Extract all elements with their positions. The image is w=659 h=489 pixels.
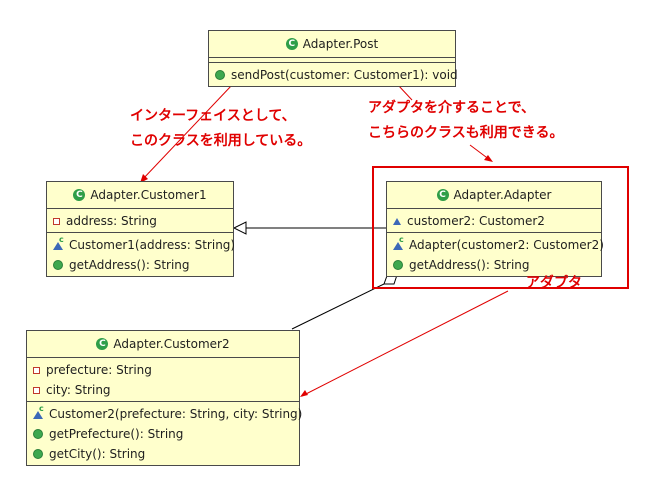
field-declaration: city: String — [46, 383, 111, 397]
adapter-annotation: アダプタを介することで、 こちらのクラスも利用できる。 — [368, 96, 563, 146]
note-arrow-customer2 — [301, 290, 509, 397]
generalization-arrowhead — [232, 221, 247, 235]
method-signature: Adapter(customer2: Customer2) — [409, 238, 604, 252]
class-name: Adapter.Adapter — [453, 188, 552, 202]
class-header: C Adapter.Customer2 — [27, 331, 299, 358]
class-icon: C — [436, 189, 449, 201]
method-signature: sendPost(customer: Customer1): void — [231, 68, 458, 82]
package-field-icon — [393, 217, 401, 225]
method-section: sendPost(customer: Customer1): void — [209, 63, 458, 86]
method-signature: Customer2(prefecture: String, city: Stri… — [49, 407, 303, 421]
method-row[interactable]: Customer2(prefecture: String, city: Stri… — [27, 404, 303, 424]
field-row[interactable]: customer2: Customer2 — [387, 211, 601, 231]
constructor-icon — [33, 404, 44, 419]
attribute-section: address: String — [47, 209, 233, 233]
field-row[interactable]: prefecture: String — [27, 360, 299, 380]
class-name: Adapter.Customer2 — [113, 337, 230, 351]
method-signature: getCity(): String — [49, 447, 146, 461]
note-arrowhead-customer2 — [300, 390, 308, 397]
class-icon: C — [96, 338, 109, 350]
annotation-line: インターフェイスとして、 — [130, 108, 296, 124]
public-method-icon — [393, 260, 403, 270]
class-name: Adapter.Post — [302, 37, 379, 51]
method-signature: getAddress(): String — [409, 258, 530, 272]
field-row[interactable]: address: String — [47, 211, 233, 231]
class-adapter-customer2[interactable]: C Adapter.Customer2 prefecture: String c… — [26, 330, 303, 466]
method-signature: getPrefecture(): String — [49, 427, 184, 441]
class-header: C Adapter.Post — [209, 31, 455, 58]
class-icon: C — [285, 38, 298, 50]
class-header: C Adapter.Adapter — [387, 182, 601, 209]
class-header: C Adapter.Customer1 — [47, 182, 233, 209]
method-section: Customer2(prefecture: String, city: Stri… — [27, 402, 303, 465]
class-name: Adapter.Customer1 — [90, 188, 207, 202]
field-declaration: prefecture: String — [46, 363, 152, 377]
public-method-icon — [215, 70, 225, 80]
constructor-icon — [393, 235, 404, 250]
attribute-section: prefecture: String city: String — [27, 358, 299, 402]
attribute-section — [209, 58, 455, 63]
private-field-icon — [33, 366, 40, 374]
note-arrow-post — [397, 84, 413, 101]
method-row[interactable]: getCity(): String — [27, 444, 299, 464]
public-method-icon — [33, 429, 43, 439]
note-arrow-customer1 — [141, 84, 233, 181]
field-row[interactable]: city: String — [27, 380, 299, 400]
method-row[interactable]: getPrefecture(): String — [27, 424, 299, 444]
adapter-highlight-box — [372, 166, 629, 289]
method-row[interactable]: getAddress(): String — [47, 255, 233, 275]
constructor-icon — [53, 235, 64, 250]
method-signature: getAddress(): String — [69, 258, 190, 272]
method-signature: Customer1(address: String) — [69, 238, 236, 252]
method-row[interactable]: Customer1(address: String) — [47, 235, 236, 255]
method-section: Customer1(address: String) getAddress():… — [47, 233, 236, 276]
note-arrowhead-customer1 — [140, 174, 148, 183]
method-row[interactable]: sendPost(customer: Customer1): void — [209, 65, 458, 85]
class-adapter-customer1[interactable]: C Adapter.Customer1 address: String Cust… — [46, 181, 236, 277]
class-adapter-post[interactable]: C Adapter.Post sendPost(customer: Custom… — [208, 30, 458, 87]
aggregation-line — [291, 283, 385, 330]
annotation-line: アダプタを介することで、 — [368, 100, 536, 116]
note-arrowhead-adapter — [484, 155, 493, 162]
class-icon: C — [73, 189, 86, 201]
attribute-section: customer2: Customer2 — [387, 209, 601, 233]
public-method-icon — [33, 449, 43, 459]
adapter-label: アダプタ — [526, 275, 582, 291]
interface-annotation: インターフェイスとして、 このクラスを利用している。 — [130, 104, 311, 154]
method-section: Adapter(customer2: Customer2) getAddress… — [387, 233, 604, 276]
annotation-line: このクラスを利用している。 — [130, 133, 312, 149]
method-row[interactable]: getAddress(): String — [387, 255, 601, 275]
field-declaration: address: String — [66, 214, 157, 228]
public-method-icon — [53, 260, 63, 270]
method-row[interactable]: Adapter(customer2: Customer2) — [387, 235, 604, 255]
field-declaration: customer2: Customer2 — [407, 214, 545, 228]
class-adapter-adapter[interactable]: C Adapter.Adapter customer2: Customer2 A… — [386, 181, 604, 277]
private-field-icon — [53, 217, 60, 225]
annotation-line: こちらのクラスも利用できる。 — [368, 125, 564, 141]
private-field-icon — [33, 386, 40, 394]
